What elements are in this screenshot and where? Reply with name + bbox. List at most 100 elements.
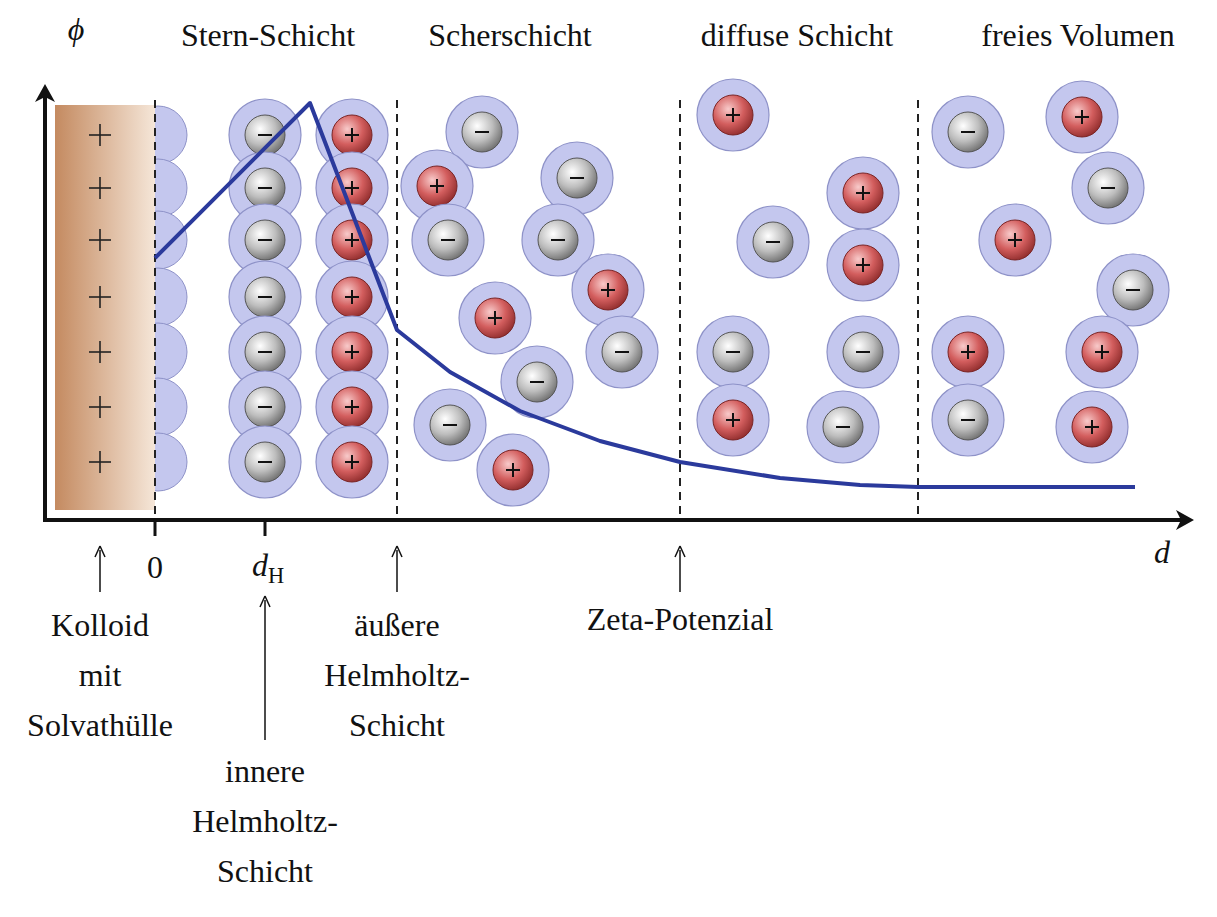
hydration-shell: [477, 434, 549, 506]
hydration-shell: [737, 206, 809, 278]
anion: [932, 384, 1004, 456]
charge-sign: [1101, 345, 1103, 359]
ion-core: [462, 112, 502, 152]
cation: [572, 254, 644, 326]
hydration-shell: [697, 316, 769, 388]
charge-sign: [726, 351, 740, 353]
colloid-charge: [89, 286, 111, 308]
anion: [229, 426, 301, 498]
hydration-shell: [1066, 316, 1138, 388]
charge-sign: [351, 233, 353, 247]
cation: [697, 79, 769, 151]
ion-core: [948, 112, 988, 152]
charge-sign: [512, 463, 514, 477]
anion: [541, 142, 613, 214]
anion: [1072, 152, 1144, 224]
ion-core: [713, 95, 753, 135]
axis-tick: [264, 520, 267, 536]
hydration-shell: [979, 204, 1051, 276]
charge-sign: [967, 345, 969, 359]
ion-core: [557, 158, 597, 198]
charge-sign: [258, 406, 272, 408]
charge-sign: [258, 239, 272, 241]
ion-core: [245, 442, 285, 482]
charge-sign: [732, 108, 734, 122]
ion-core: [1062, 97, 1102, 137]
anion: [932, 96, 1004, 168]
charge-sign: [351, 128, 353, 142]
charge-sign: [615, 351, 629, 353]
cation: [827, 157, 899, 229]
colloid-charge: [89, 451, 111, 473]
charge-sign: [443, 424, 457, 426]
charge-sign: [1081, 110, 1083, 124]
charge-sign: [475, 131, 489, 133]
ion-core: [995, 220, 1035, 260]
charge-sign: [856, 351, 870, 353]
region-heading: Stern-Schicht: [181, 16, 355, 54]
anion: [412, 204, 484, 276]
ion-core: [332, 115, 372, 155]
charge-sign: [494, 311, 496, 325]
axis-arrowhead: [35, 84, 55, 102]
ion-core: [843, 173, 883, 213]
charge-sign: [530, 381, 544, 383]
ion-core: [948, 332, 988, 372]
ion-core: [332, 442, 372, 482]
layer-boundary: [917, 100, 919, 515]
charge-sign: [961, 131, 975, 133]
charge-sign: [1126, 289, 1140, 291]
hydration-shell: [697, 384, 769, 456]
cation: [932, 316, 1004, 388]
hydration-shell: [541, 142, 613, 214]
cation: [316, 426, 388, 498]
callout-label: äußere Helmholtz- Schicht: [324, 600, 470, 750]
charge-sign: [1101, 187, 1115, 189]
hydration-shell: [229, 426, 301, 498]
region-heading: Scherschicht: [428, 16, 592, 54]
colloid-charge: [89, 229, 111, 251]
colloid-charge: [89, 341, 111, 363]
symbol-subscript: H: [268, 563, 284, 588]
hydration-shell: [827, 229, 899, 301]
cation: [979, 204, 1051, 276]
ion-core: [713, 400, 753, 440]
charge-sign: [351, 290, 353, 304]
cation: [459, 282, 531, 354]
hydration-shell: [932, 316, 1004, 388]
hydration-shell: [316, 426, 388, 498]
charge-sign: [258, 461, 272, 463]
hydration-shell: [1072, 152, 1144, 224]
colloid-body: [55, 105, 155, 510]
charge-sign: [862, 186, 864, 200]
cation: [827, 229, 899, 301]
ion-core: [753, 222, 793, 262]
tick-label: 0: [147, 548, 163, 586]
ion-core: [588, 270, 628, 310]
ion-core: [843, 332, 883, 372]
layer-boundary: [154, 100, 156, 515]
charge-sign: [258, 134, 272, 136]
charge-sign: [1091, 420, 1093, 434]
ion-core: [1072, 407, 1112, 447]
pointer-arrow: [392, 546, 402, 592]
charge-sign: [351, 181, 353, 195]
ion-core: [332, 277, 372, 317]
region-heading: diffuse Schicht: [701, 16, 893, 54]
charge-sign: [570, 177, 584, 179]
anion: [586, 316, 658, 388]
charge-sign: [836, 426, 850, 428]
ion-core: [245, 332, 285, 372]
charge-sign: [961, 419, 975, 421]
solvent-molecule: [155, 159, 187, 217]
solvation-shell: [155, 106, 187, 491]
layer-boundary: [396, 100, 398, 515]
hydration-shell: [414, 389, 486, 461]
ion-core: [245, 220, 285, 260]
ion-core: [1088, 168, 1128, 208]
cation: [477, 434, 549, 506]
colloid-charge: [89, 396, 111, 418]
ion-core: [948, 400, 988, 440]
anion: [414, 389, 486, 461]
